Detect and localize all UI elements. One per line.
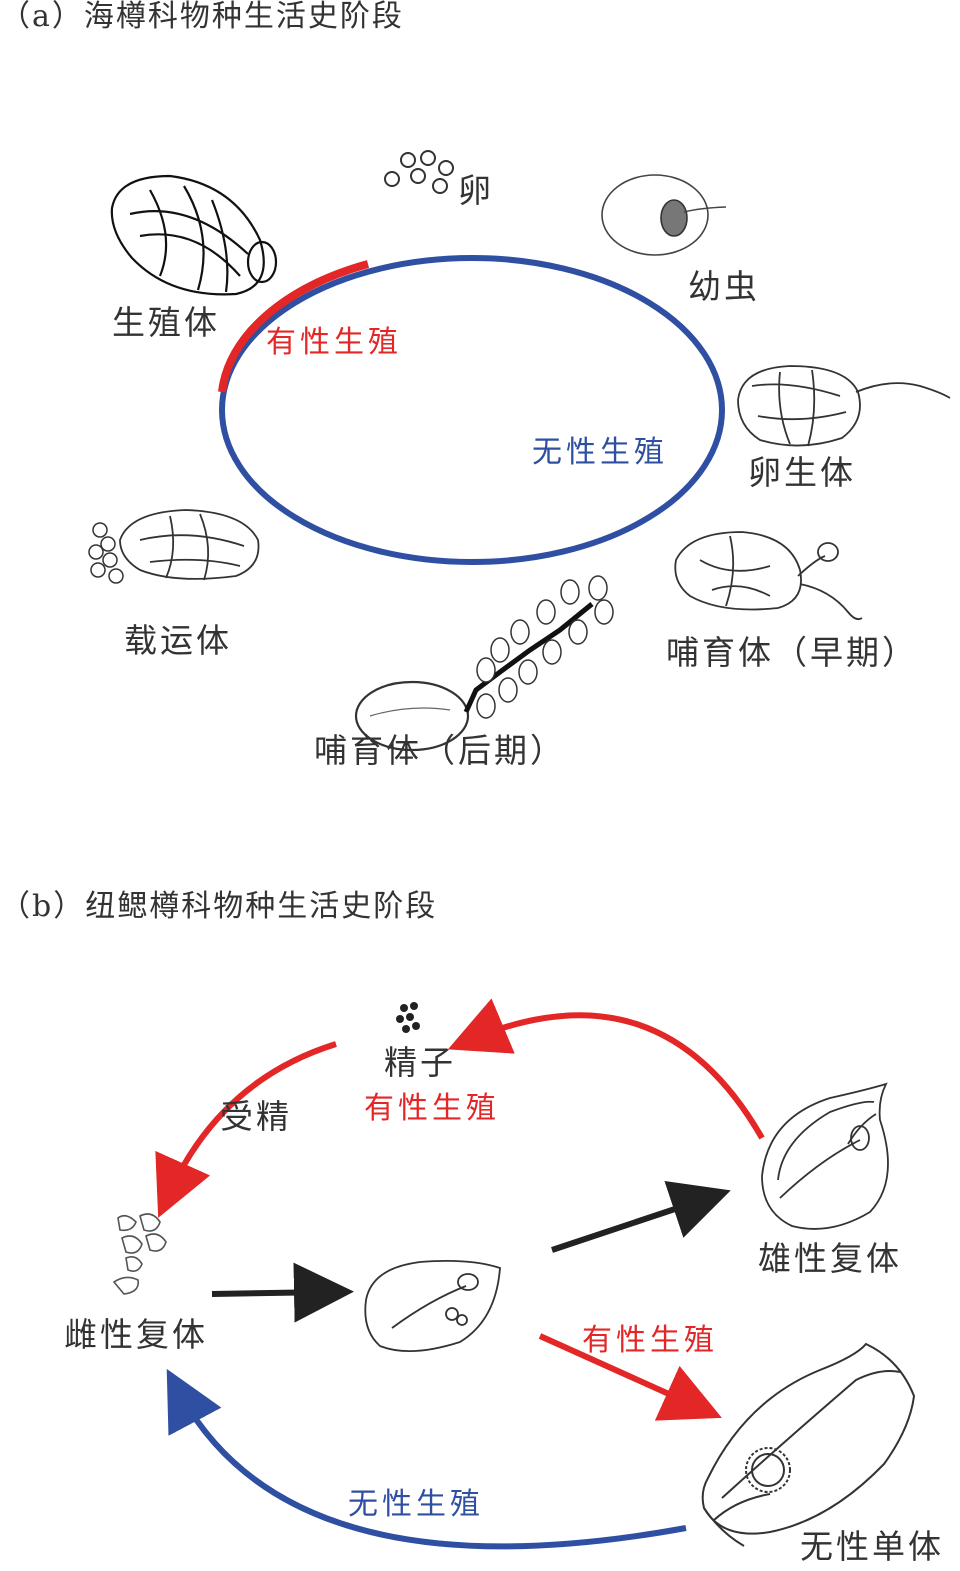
sexual-reproduction-label-top: 有性生殖: [364, 1091, 500, 1126]
panel-a-title: （a）海樽科物种生活史阶段: [0, 0, 404, 34]
panel-b-title: （b）纽鳃樽科物种生活史阶段: [0, 889, 438, 924]
arrow-solitary-to-female: [166, 1368, 687, 1550]
solitary-label: 无性单体: [800, 1527, 944, 1566]
embryo-illustration: [364, 1259, 501, 1353]
sexual-cycle-arc: [218, 260, 370, 393]
phorozooid-label: 载运体: [124, 621, 232, 660]
solitary-illustration: [701, 1342, 916, 1547]
asexual-reproduction-label-b: 无性生殖: [348, 1487, 484, 1522]
larva-label: 幼虫: [688, 267, 760, 306]
sperm-illustration: [396, 1002, 420, 1033]
nurse-late-illustration: [354, 575, 614, 752]
larva-illustration: [601, 174, 727, 256]
egg-label: 卵: [458, 171, 494, 210]
gonozooid-illustration: [110, 174, 278, 296]
gonozooid-label: 生殖体: [112, 303, 220, 342]
arrow-sperm-to-female: [155, 1041, 337, 1218]
nurse-early-illustration: [674, 531, 863, 621]
oozooid-label: 卵生体: [748, 453, 856, 492]
arrow-embryo-to-solitary: [538, 1333, 722, 1421]
oozooid-illustration: [737, 365, 951, 447]
nurse-late-label: 哺育体（后期）: [314, 731, 566, 770]
arrow-female-to-embryo: [211, 1262, 354, 1323]
female-aggregate-illustration: [112, 1213, 167, 1295]
male-aggregate-illustration: [761, 1082, 889, 1230]
nurse-early-label: 哺育体（早期）: [666, 633, 918, 672]
sexual-reproduction-label-a: 有性生殖: [266, 325, 402, 360]
sperm-label: 精子: [384, 1043, 456, 1082]
doliolid-cycle: [218, 255, 725, 565]
male-aggregate-label: 雄性复体: [758, 1239, 902, 1278]
asexual-reproduction-label-a: 无性生殖: [532, 435, 668, 470]
arrow-male-to-sperm: [447, 998, 765, 1140]
phorozooid-illustration: [88, 509, 260, 584]
female-aggregate-label: 雌性复体: [64, 1315, 208, 1354]
fertilization-label: 受精: [220, 1097, 292, 1136]
egg-illustration: [384, 150, 454, 194]
arrow-embryo-to-male: [551, 1180, 731, 1253]
asexual-cycle-ring: [219, 255, 725, 565]
sexual-reproduction-label-mid: 有性生殖: [582, 1323, 718, 1358]
